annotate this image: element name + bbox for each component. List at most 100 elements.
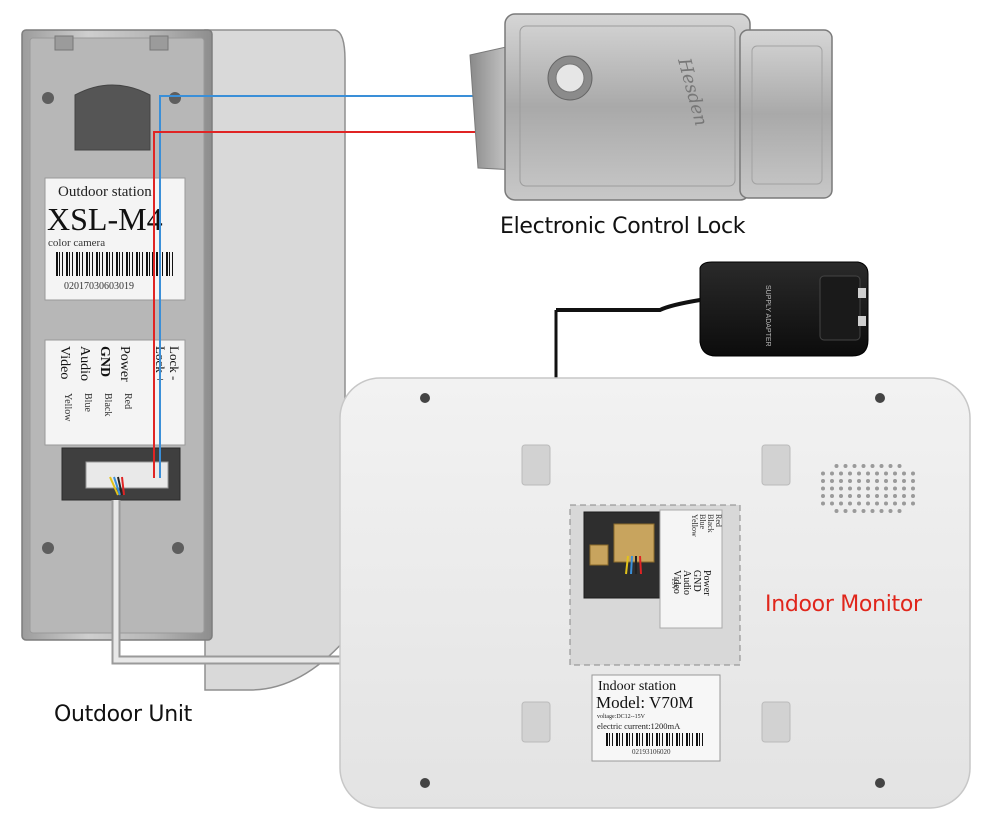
barcode-bar bbox=[172, 252, 173, 276]
speaker-hole bbox=[893, 501, 897, 506]
speaker-grille bbox=[821, 464, 915, 513]
speaker-hole bbox=[893, 494, 897, 498]
mount-hole bbox=[521, 444, 551, 486]
barcode-bar bbox=[162, 252, 163, 276]
speaker-hole bbox=[902, 494, 906, 498]
barcode-bar bbox=[112, 252, 113, 276]
barcode-bar bbox=[169, 252, 170, 276]
color-label-blue: Blue bbox=[82, 393, 93, 412]
adapter-cord bbox=[556, 298, 701, 312]
connector-block bbox=[613, 523, 655, 563]
speaker-hole bbox=[884, 494, 888, 498]
speaker-hole bbox=[866, 479, 870, 483]
speaker-hole bbox=[839, 471, 843, 476]
speaker-hole bbox=[902, 471, 906, 476]
speaker-hole bbox=[857, 494, 861, 498]
speaker-hole bbox=[866, 501, 870, 506]
speaker-hole bbox=[861, 464, 866, 468]
barcode-bar bbox=[156, 252, 158, 276]
barcode-bar bbox=[96, 252, 98, 276]
speaker-hole bbox=[834, 464, 839, 468]
speaker-hole bbox=[830, 501, 834, 506]
barcode-bar bbox=[626, 733, 628, 746]
pin-label-power: Power bbox=[117, 346, 132, 382]
mount-hole bbox=[521, 701, 551, 743]
outdoor-keyhole bbox=[74, 84, 151, 151]
pin-label-audio: Audio bbox=[77, 346, 92, 381]
mount-hole bbox=[761, 444, 791, 486]
barcode-bar bbox=[149, 252, 150, 276]
color-label-red: Red bbox=[122, 393, 133, 409]
power-jack bbox=[589, 544, 609, 566]
lock-face bbox=[519, 25, 736, 187]
barcode-bar bbox=[686, 733, 688, 746]
caption-electronic-control-lock: Electronic Control Lock bbox=[500, 214, 746, 239]
barcode-bar bbox=[106, 252, 108, 276]
barcode-bar bbox=[612, 733, 613, 746]
speaker-hole bbox=[866, 471, 870, 476]
speaker-hole bbox=[834, 509, 839, 513]
speaker-hole bbox=[911, 494, 915, 498]
adapter-face bbox=[819, 275, 861, 341]
speaker-hole bbox=[902, 501, 906, 506]
barcode-bar bbox=[142, 252, 143, 276]
speaker-hole bbox=[884, 501, 888, 506]
monitor-barcode bbox=[606, 733, 703, 746]
barcode-bar bbox=[639, 733, 640, 746]
monitor-label-current: electric current:1200mA bbox=[597, 721, 681, 731]
screw-hole bbox=[42, 92, 54, 104]
speaker-hole bbox=[848, 501, 852, 506]
color-label-yellow: Yellow bbox=[62, 393, 73, 422]
monitor-model-label bbox=[591, 674, 721, 762]
speaker-hole bbox=[839, 501, 843, 506]
speaker-hole bbox=[893, 479, 897, 483]
barcode-bar bbox=[126, 252, 128, 276]
speaker-hole bbox=[839, 494, 843, 498]
barcode-bar bbox=[692, 733, 693, 746]
barcode-bar bbox=[679, 733, 680, 746]
speaker-hole bbox=[839, 486, 843, 491]
speaker-hole bbox=[821, 486, 825, 491]
barcode-bar bbox=[72, 252, 73, 276]
barcode-bar bbox=[659, 733, 660, 746]
speaker-hole bbox=[857, 501, 861, 506]
lock-wire-blue bbox=[159, 95, 480, 478]
barcode-bar bbox=[109, 252, 110, 276]
barcode-bar bbox=[616, 733, 618, 746]
adapter-prong bbox=[858, 288, 866, 298]
screw-hole bbox=[172, 542, 184, 554]
outdoor-label-sticker bbox=[44, 177, 186, 301]
speaker-hole bbox=[821, 494, 825, 498]
barcode-bar bbox=[622, 733, 623, 746]
barcode-bar bbox=[689, 733, 690, 746]
mount-hole bbox=[761, 701, 791, 743]
speaker-hole bbox=[875, 501, 879, 506]
barcode-bar bbox=[682, 733, 683, 746]
barcode-bar bbox=[642, 733, 643, 746]
monitor-screw bbox=[420, 393, 430, 403]
wire-stub bbox=[109, 476, 119, 496]
barcode-bar bbox=[662, 733, 663, 746]
barcode-bar bbox=[66, 252, 68, 276]
monitor-color-blue: Blue bbox=[698, 514, 707, 530]
lock-body bbox=[504, 13, 751, 201]
barcode-bar bbox=[146, 252, 148, 276]
barcode-bar bbox=[62, 252, 63, 276]
speaker-hole bbox=[897, 464, 902, 468]
indoor-monitor: Power GND Audio Video Red Black Blue Yel… bbox=[339, 377, 971, 809]
barcode-bar bbox=[59, 252, 60, 276]
speaker-hole bbox=[870, 464, 875, 468]
barcode-bar bbox=[672, 733, 673, 746]
barcode-bar bbox=[669, 733, 670, 746]
barcode-bar bbox=[102, 252, 103, 276]
barcode-bar bbox=[609, 733, 610, 746]
monitor-label-voltage: voltage:DC12--15V bbox=[597, 714, 646, 720]
speaker-hole bbox=[879, 509, 884, 513]
monitor-pin-power: Power bbox=[701, 570, 712, 596]
electronic-lock: Hesden bbox=[469, 13, 833, 201]
speaker-hole bbox=[911, 486, 915, 491]
barcode-bar bbox=[699, 733, 700, 746]
speaker-hole bbox=[875, 479, 879, 483]
monitor-screw bbox=[875, 393, 885, 403]
